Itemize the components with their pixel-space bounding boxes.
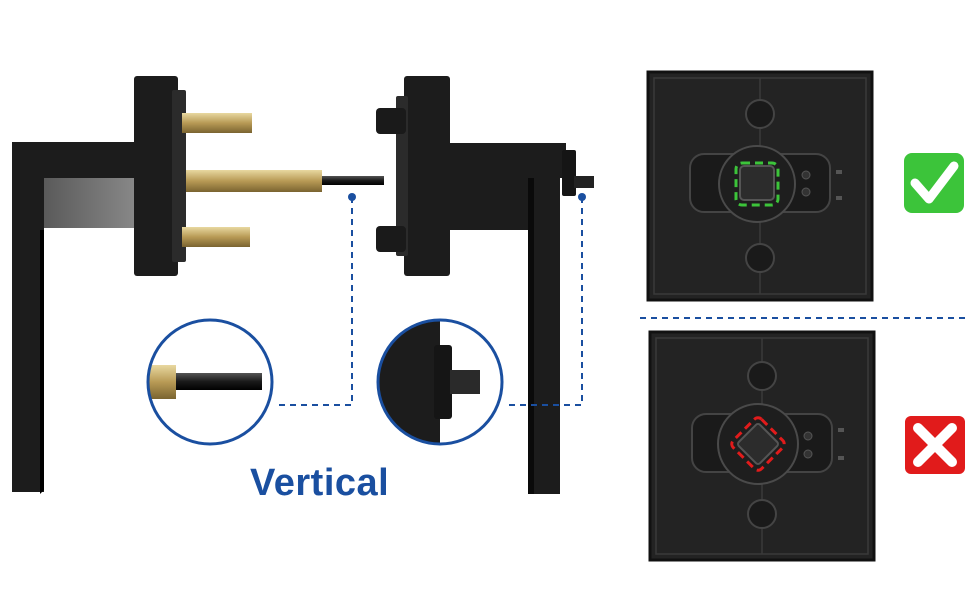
brass-post-top bbox=[182, 113, 252, 133]
incorrect-marker bbox=[730, 416, 786, 472]
check-icon bbox=[904, 153, 964, 213]
left-lever-assembly bbox=[12, 76, 384, 494]
caption-vertical: Vertical bbox=[250, 462, 390, 504]
screw-boss-top bbox=[376, 108, 406, 134]
spindle-stub bbox=[574, 176, 594, 188]
leader-dot-left bbox=[348, 193, 356, 201]
panel-correct bbox=[646, 70, 874, 302]
left-rose-plate bbox=[134, 76, 178, 276]
cross-icon bbox=[905, 416, 965, 474]
zoom-circle-right bbox=[376, 318, 504, 446]
brass-post-bottom bbox=[182, 227, 250, 247]
right-lever-handle bbox=[528, 178, 560, 494]
brass-spindle-sleeve bbox=[186, 170, 322, 192]
right-lever-assembly bbox=[376, 76, 594, 494]
leader-dot-right bbox=[578, 193, 586, 201]
correct-marker bbox=[734, 161, 780, 207]
square-spindle bbox=[322, 176, 384, 185]
zoom-circle-left bbox=[146, 318, 274, 446]
right-rose-plate bbox=[404, 76, 450, 276]
panel-incorrect bbox=[648, 330, 876, 562]
leader-line-left bbox=[276, 197, 353, 406]
screw-boss-bottom bbox=[376, 226, 406, 252]
leader-line-right bbox=[506, 197, 583, 406]
leader-lines bbox=[276, 197, 970, 406]
